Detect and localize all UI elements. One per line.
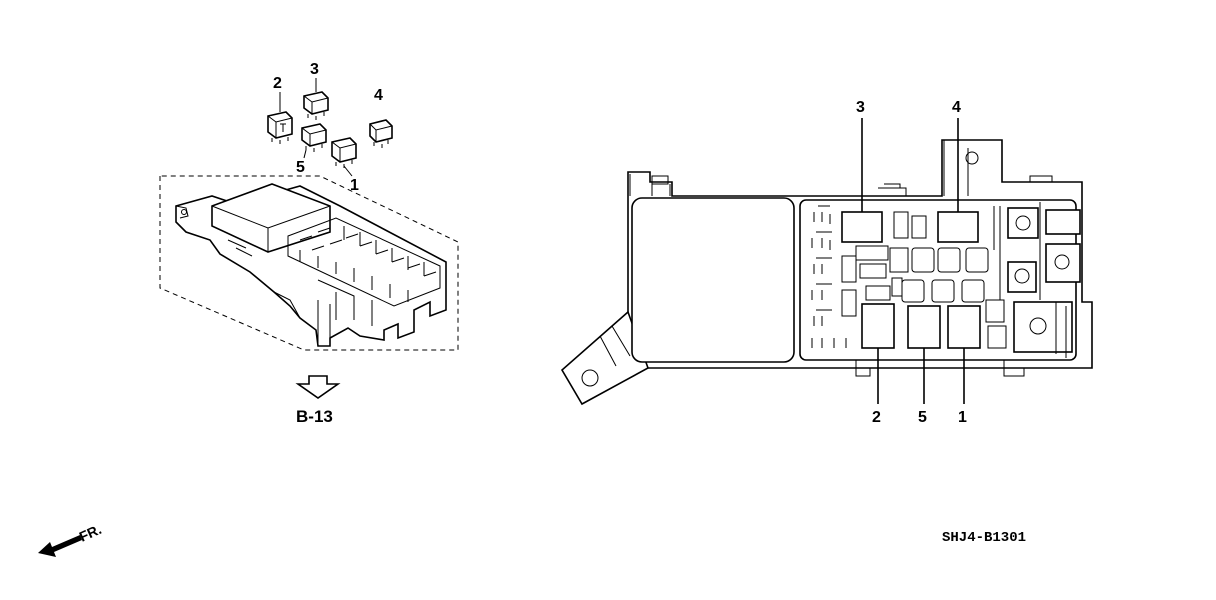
callout-3-right: 3	[856, 99, 865, 116]
callout-4-left: 4	[374, 87, 383, 104]
relay-slot-5	[907, 305, 941, 349]
relay-slot-2	[861, 303, 895, 349]
relay-3-left	[303, 91, 329, 120]
relay-slot-4	[937, 211, 979, 243]
assembly-outline	[159, 175, 459, 351]
callout-1-right: 1	[958, 409, 967, 426]
front-indicator: FR.	[38, 521, 104, 557]
relay-1-left	[331, 137, 357, 168]
leader-1-left	[343, 165, 353, 177]
left-exploded-view: 2 3 5 1 4	[159, 61, 459, 426]
callout-3-left: 3	[310, 61, 319, 78]
right-top-view: 3 4 2 5 1	[560, 99, 1093, 426]
reference-arrow	[295, 375, 341, 399]
fuse-blocks	[841, 211, 1007, 349]
callout-1-left: 1	[350, 177, 359, 194]
leader-5-left	[303, 149, 307, 159]
bottom-clip-right	[1003, 360, 1025, 377]
relay-box-left	[175, 183, 447, 347]
callout-2-left: 2	[273, 75, 282, 92]
callout-5-right: 5	[918, 409, 927, 426]
relay-slot-3	[841, 211, 883, 243]
relay-2-left	[267, 111, 293, 144]
diagram-code: SHJ4-B1301	[942, 530, 1026, 546]
front-arrow-icon	[38, 535, 82, 557]
relay-slot-1	[947, 305, 981, 349]
relay-4-left	[369, 119, 393, 148]
reference-label: B-13	[296, 407, 333, 426]
bottom-clip-left	[855, 360, 871, 377]
callout-4-right: 4	[952, 99, 961, 116]
front-label: FR.	[77, 521, 104, 545]
terminal-posts	[993, 202, 1081, 358]
callout-2-right: 2	[872, 409, 881, 426]
callout-5-left: 5	[296, 159, 305, 176]
relay-5-left	[301, 123, 327, 152]
mini-fuse-column	[811, 205, 847, 348]
cover-panel	[631, 197, 795, 363]
